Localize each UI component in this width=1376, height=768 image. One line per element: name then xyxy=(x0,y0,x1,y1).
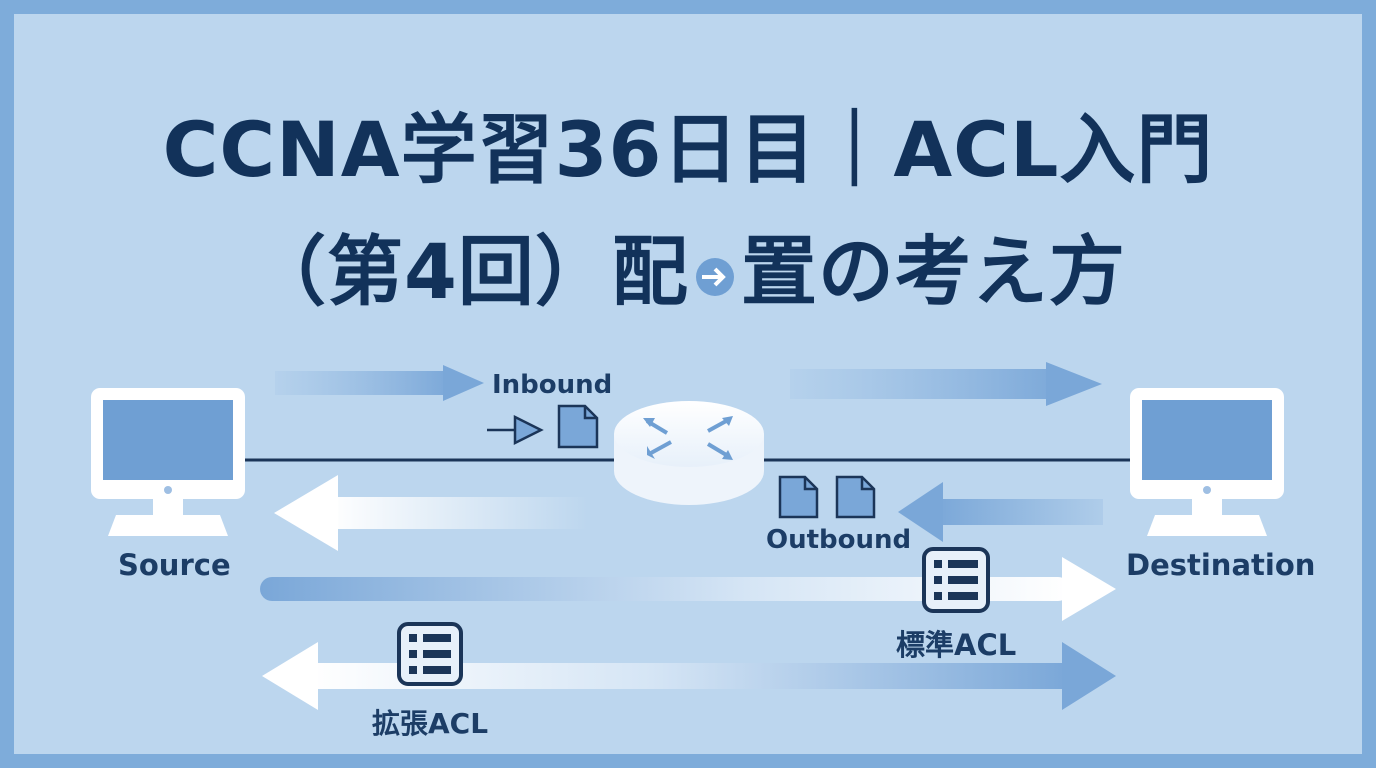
source-computer-icon xyxy=(91,388,245,536)
source-label: Source xyxy=(118,548,231,582)
document-icon xyxy=(557,404,599,449)
return-flow-arrow xyxy=(274,475,588,551)
standard-acl-label: 標準ACL xyxy=(896,628,1017,662)
title-line-2-prefix: （第4回）配 xyxy=(250,227,689,316)
inbound-label: Inbound xyxy=(492,370,613,400)
standard-acl-path-arrow xyxy=(260,557,1116,621)
document-icon xyxy=(835,475,876,519)
router-icon xyxy=(614,401,764,505)
inbound-flow-arrow xyxy=(275,365,484,401)
list-icon xyxy=(397,622,463,686)
extended-acl-label: 拡張ACL xyxy=(372,707,489,740)
forward-flow-arrow xyxy=(790,362,1102,406)
document-icon xyxy=(778,475,819,519)
outbound-label: Outbound xyxy=(766,525,912,555)
arrow-circle-icon xyxy=(695,258,734,296)
title-line-1: CCNA学習36日目｜ACL入門 xyxy=(162,105,1214,194)
destination-label: Destination xyxy=(1126,548,1316,582)
inbound-marker-icon xyxy=(487,414,544,446)
list-icon xyxy=(922,547,990,613)
title-line-2-suffix: 置の考え方 xyxy=(740,227,1126,316)
destination-computer-icon xyxy=(1130,388,1284,536)
title-line-2: （第4回）配置の考え方 xyxy=(0,210,1376,320)
outbound-flow-arrow xyxy=(898,482,1103,542)
